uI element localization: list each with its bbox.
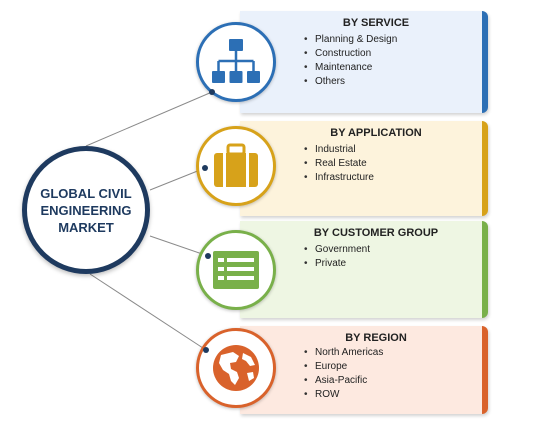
globe-icon (213, 345, 259, 391)
list-item: North Americas (304, 346, 383, 360)
hub-title: GLOBAL CIVIL ENGINEERING MARKET (40, 185, 132, 235)
briefcase-icon (214, 143, 258, 187)
list-item: Others (304, 75, 397, 89)
segment-items-application: Industrial Real Estate Infrastructure (304, 143, 374, 185)
segment-items-region: North Americas Europe Asia-Pacific ROW (304, 346, 383, 402)
connector-application (149, 167, 206, 191)
connector-dot (202, 165, 208, 171)
list-item: Asia-Pacific (304, 374, 383, 388)
market-hub: GLOBAL CIVIL ENGINEERING MARKET (22, 146, 150, 274)
list-item: Europe (304, 360, 383, 374)
list-item: ROW (304, 388, 383, 402)
connector-region (89, 273, 207, 351)
document-list-icon (213, 251, 259, 289)
list-item: Industrial (304, 143, 374, 157)
segment-items-customer-group: Government Private (304, 243, 370, 271)
segment-items-service: Planning & Design Construction Maintenan… (304, 33, 397, 89)
connector-dot (205, 253, 211, 259)
segment-card-application: BY APPLICATION Industrial Real Estate In… (240, 121, 488, 216)
hierarchy-icon (212, 39, 260, 83)
connector-dot (203, 347, 209, 353)
icon-ring-customer-group (196, 230, 276, 310)
list-item: Construction (304, 47, 397, 61)
segment-title-application: BY APPLICATION (330, 127, 422, 139)
icon-ring-service (196, 22, 276, 102)
list-item: Planning & Design (304, 33, 397, 47)
segment-card-region: BY REGION North Americas Europe Asia-Pac… (240, 326, 488, 414)
list-item: Maintenance (304, 61, 397, 75)
segment-title-service: BY SERVICE (342, 17, 410, 29)
segment-card-service: BY SERVICE Planning & Design Constructio… (240, 11, 488, 113)
connector-dot (209, 89, 215, 95)
connector-service (85, 91, 213, 147)
list-item: Private (304, 257, 370, 271)
segment-title-customer-group: BY CUSTOMER GROUP (313, 227, 439, 239)
list-item: Real Estate (304, 157, 374, 171)
list-item: Government (304, 243, 370, 257)
list-item: Infrastructure (304, 171, 374, 185)
icon-ring-region (196, 328, 276, 408)
segment-title-region: BY REGION (345, 332, 407, 344)
connector-customer (149, 235, 209, 257)
segment-card-customer-group: BY CUSTOMER GROUP Government Private (240, 221, 488, 318)
icon-ring-application (196, 126, 276, 206)
